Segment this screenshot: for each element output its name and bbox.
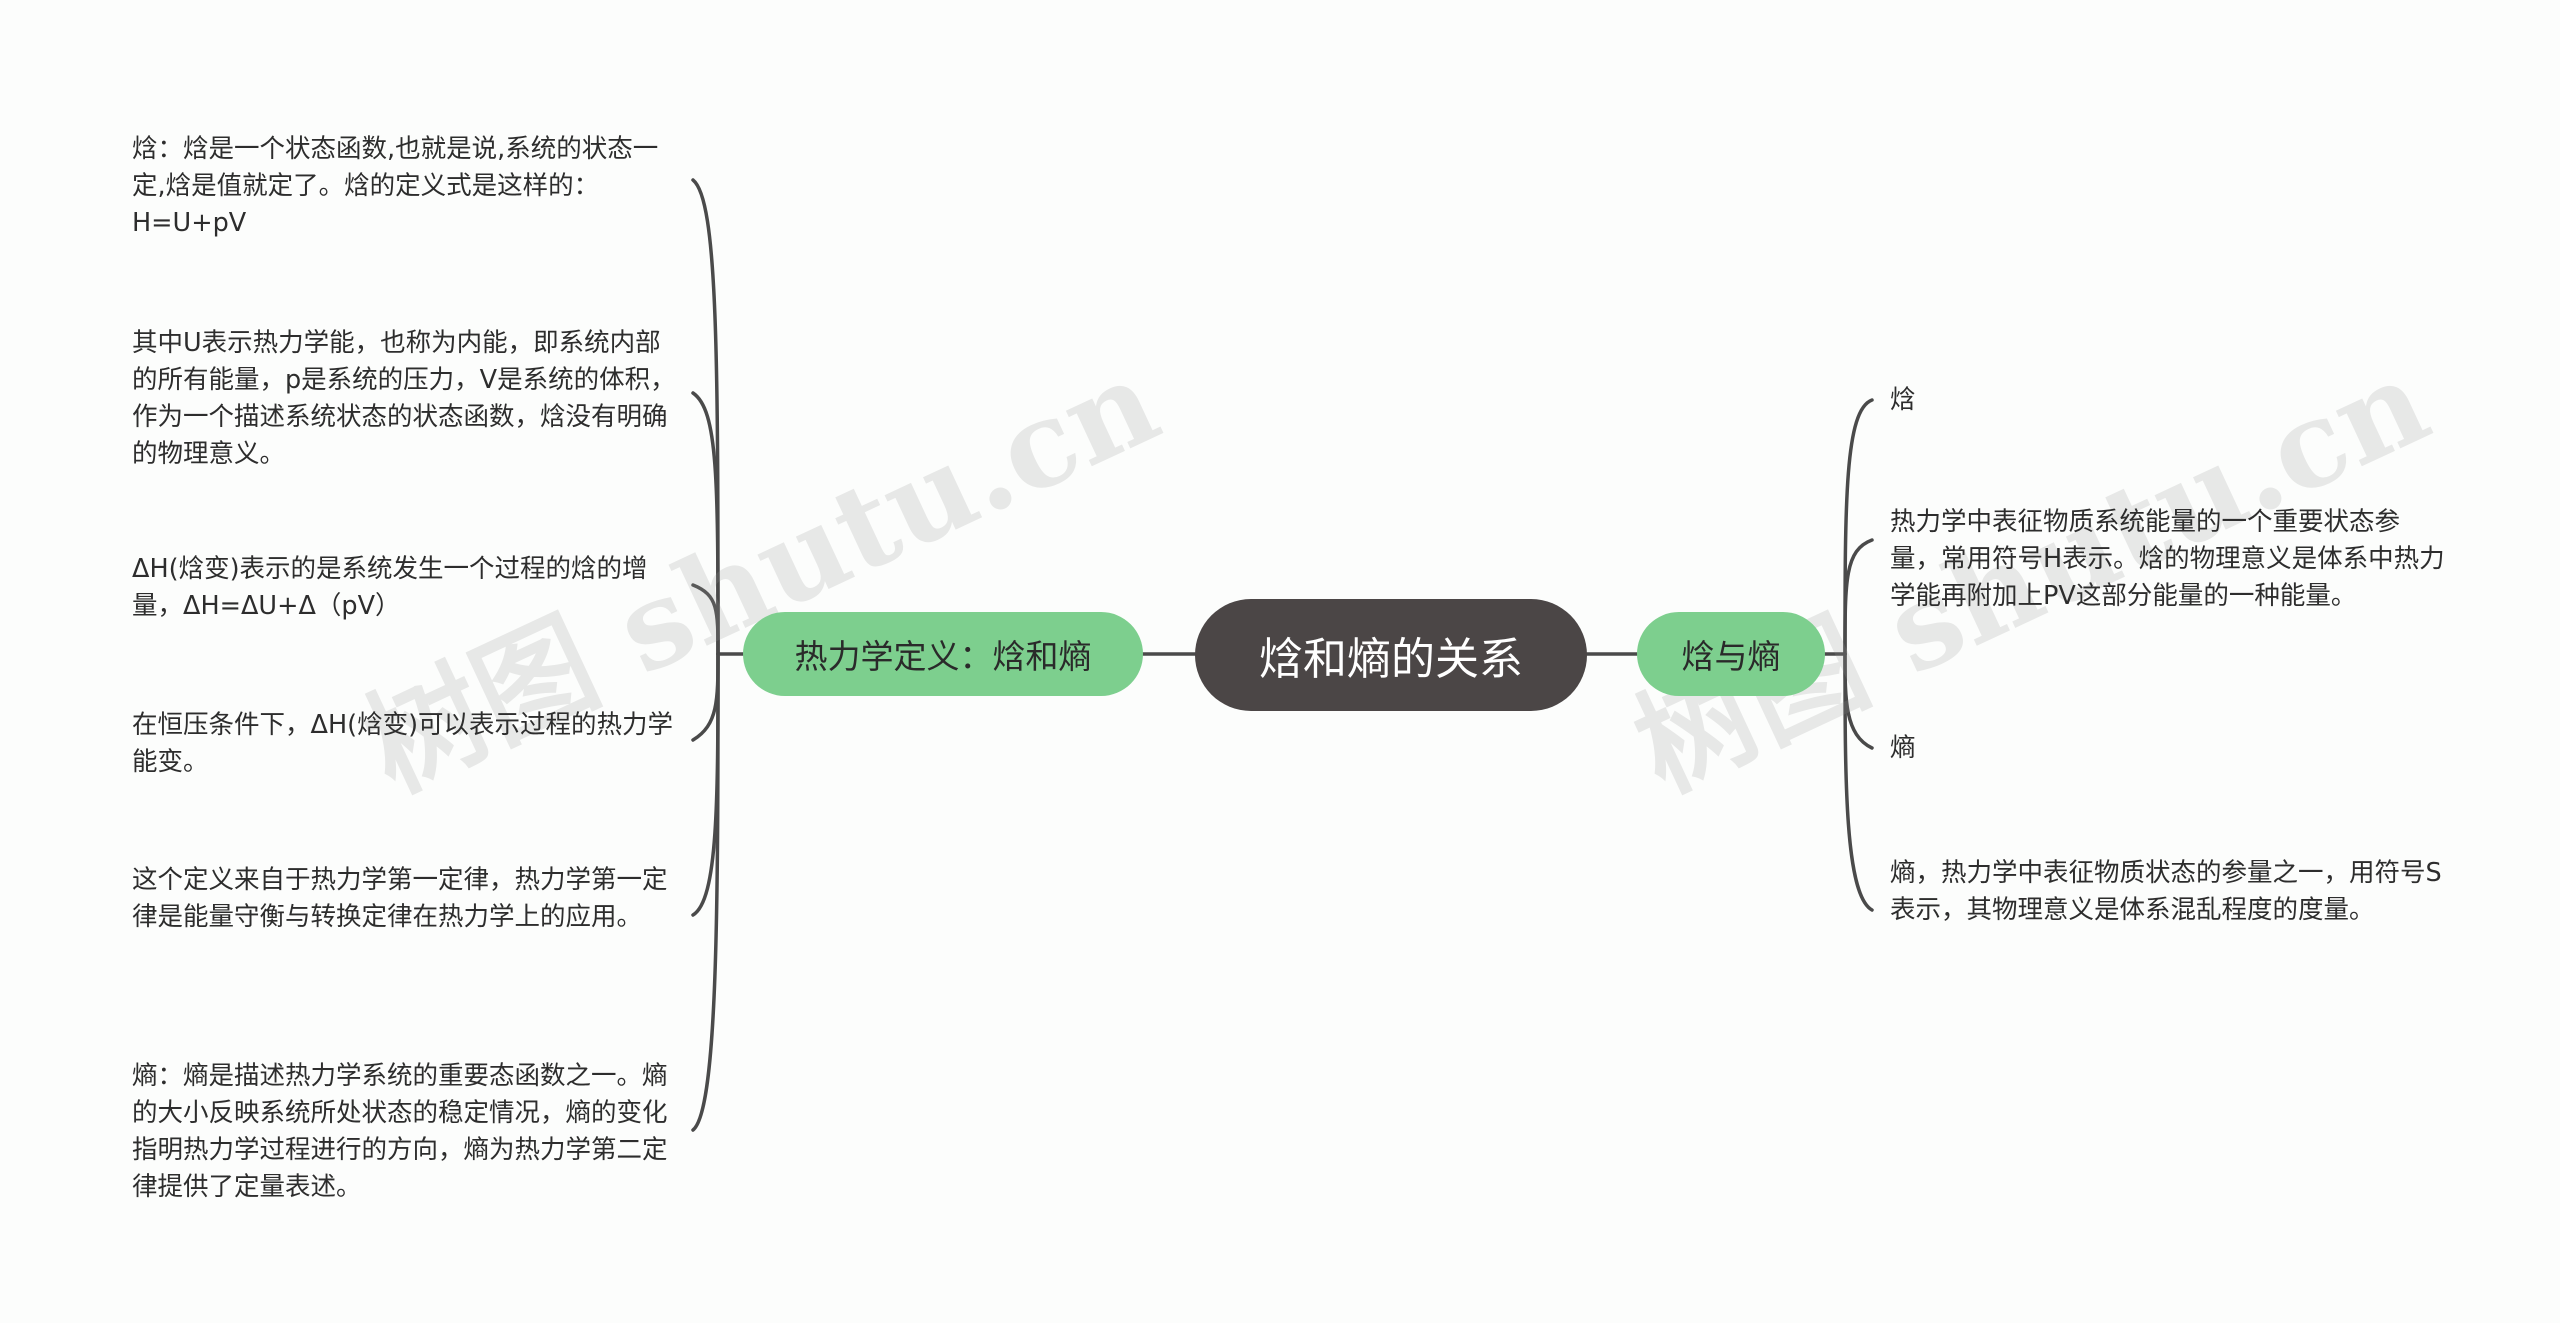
leaf-enthalpy-meaning[interactable]: 热力学中表征物质系统能量的一个重要状态参量，常用符号H表示。焓的物理意义是体系中… bbox=[1890, 507, 2445, 611]
leaf-constant-pressure[interactable]: 在恒压条件下，ΔH(焓变)可以表示过程的热力学能变。 bbox=[132, 710, 674, 777]
leaf-entropy-definition[interactable]: 熵：熵是描述热力学系统的重要态函数之一。熵的大小反映系统所处状态的稳定情况，熵的… bbox=[132, 1061, 668, 1202]
leaf-internal-energy-explanation[interactable]: 其中U表示热力学能，也称为内能，即系统内部的所有能量，p是系统的压力，V是系统的… bbox=[132, 328, 676, 469]
leaf-entropy-title[interactable]: 熵 bbox=[1890, 733, 1916, 763]
leaf-enthalpy-definition[interactable]: 焓：焓是一个状态函数,也就是说,系统的状态一定,焓是值就定了。焓的定义式是这样的… bbox=[132, 134, 659, 238]
branch-node-enthalpy-entropy[interactable]: 焓与熵 bbox=[1637, 612, 1825, 696]
link-left-6 bbox=[691, 652, 720, 1132]
link-right-4 bbox=[1843, 652, 1874, 912]
link-left-2 bbox=[691, 391, 720, 656]
link-left-3 bbox=[691, 583, 720, 656]
leaf-first-law[interactable]: 这个定义来自于热力学第一定律，热力学第一定律是能量守衡与转换定律在热力学上的应用… bbox=[132, 865, 668, 932]
root-node[interactable]: 焓和熵的关系 bbox=[1195, 599, 1587, 711]
link-right-2 bbox=[1843, 538, 1874, 656]
link-left-5 bbox=[691, 652, 720, 917]
leaf-entropy-meaning[interactable]: 熵，热力学中表征物质状态的参量之一，用符号S表示，其物理意义是体系混乱程度的度量… bbox=[1890, 858, 2442, 925]
leaf-enthalpy-title[interactable]: 焓 bbox=[1890, 385, 1916, 415]
leaf-enthalpy-change[interactable]: ΔH(焓变)表示的是系统发生一个过程的焓的增量，ΔH=ΔU+Δ（pV） bbox=[132, 554, 648, 621]
branch-node-thermo-definition[interactable]: 热力学定义：焓和熵 bbox=[743, 612, 1143, 696]
